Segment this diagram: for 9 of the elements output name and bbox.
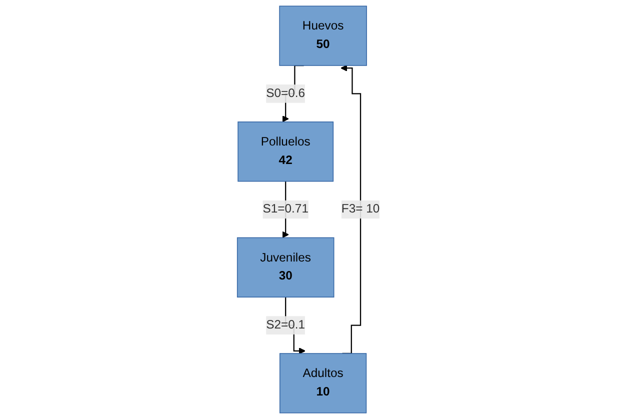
edge-label: S1=0.71 [262,202,308,216]
edge-label: S2=0.1 [266,318,306,332]
arrow [340,64,362,354]
edge-label: S0=0.6 [266,86,306,100]
node-box: Polluelos 42 [238,122,334,182]
node-box: Adultos 10 [280,353,367,414]
node-box: Huevos 50 [279,6,367,66]
node-box: Juveniles 30 [236,237,334,298]
edge-label: F3= 10 [341,202,380,216]
